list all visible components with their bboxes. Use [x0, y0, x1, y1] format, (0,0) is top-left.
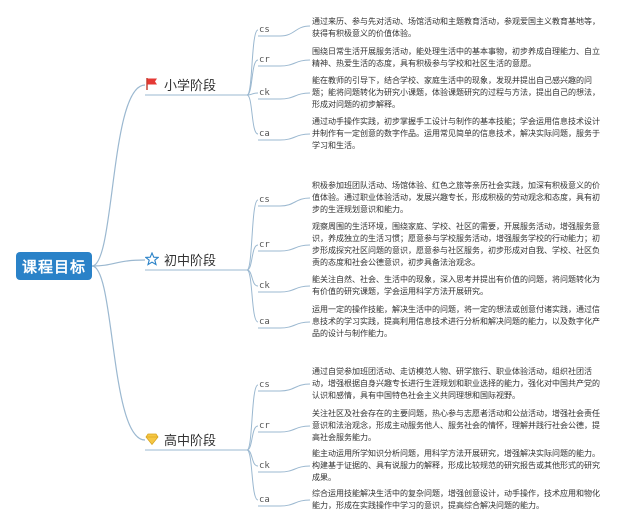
connector-root-senior: [91, 265, 146, 441]
goal-code: ck: [259, 461, 270, 471]
goal-description: 能关注自然、社会、生活中的现象，深入思考并提出有价值的问题，将问题转化为有价值的…: [312, 275, 600, 296]
star-icon: [145, 252, 159, 266]
goal-description: 关注社区及社会存在的主要问题，热心参与志愿者活动和公益活动，增强社会责任意识和法…: [312, 409, 600, 442]
connector-primary-cs: [246, 29, 259, 96]
stage-title: 小学阶段: [164, 78, 217, 94]
connector-primary-ck: [246, 92, 259, 96]
connector-senior-cs: [246, 384, 259, 451]
goal-description: 综合运用技能解决生活中的复杂问题，增强创意设计，动手操作，技术应用和物化能力，形…: [312, 489, 600, 510]
goal-description: 能主动运用所学知识分析问题，用科学方法开展研究，增强解决实际问题的能力。构建基于…: [312, 449, 600, 482]
goal-description: 观察周围的生活环境，围绕家庭、学校、社区的需要，开展服务活动，增强服务意识，养成…: [312, 222, 600, 267]
goal-code: ca: [259, 495, 270, 505]
goal-code: ck: [259, 88, 270, 98]
goal-code: ck: [259, 281, 270, 291]
red-flag-icon: [145, 77, 159, 91]
connector-root-primary: [91, 84, 146, 267]
connector-junior-cs: [246, 199, 259, 271]
goal-code: cs: [259, 195, 270, 205]
connector-root-junior: [91, 259, 146, 267]
goal-code: cr: [259, 55, 270, 65]
connector-junior-cr: [246, 244, 259, 271]
stage-node-primary[interactable]: 小学阶段: [145, 74, 247, 94]
root-node[interactable]: 课程目标: [16, 252, 92, 280]
goal-code: ca: [259, 129, 270, 139]
goal-code: cr: [259, 240, 270, 250]
connector-primary-cr: [246, 59, 259, 96]
connector-senior-ca: [246, 449, 259, 501]
goal-code: cs: [259, 25, 270, 35]
connector-senior-cr: [246, 425, 259, 451]
stage-node-senior[interactable]: 高中阶段: [145, 429, 247, 449]
root-title: 课程目标: [21, 257, 86, 276]
stage-title: 初中阶段: [164, 253, 217, 269]
goal-description: 能在教师的引导下，结合学校、家庭生活中的现象，发现并提出自己感兴趣的问题；能将问…: [312, 76, 600, 109]
diamond-icon: [145, 432, 159, 446]
goal-code: cs: [259, 380, 270, 390]
goal-description: 通过动手操作实践，初步掌握手工设计与制作的基本技能；学会运用信息技术设计并制作有…: [312, 117, 600, 150]
goal-code: ca: [259, 317, 270, 327]
goal-description: 运用一定的操作技能，解决生活中的问题，将一定的想法或创意付诸实践，通过信息技术的…: [312, 305, 600, 338]
stage-node-junior[interactable]: 初中阶段: [145, 249, 247, 269]
goal-code: cr: [259, 421, 270, 431]
goal-description: 积极参加班团队活动、场馆体验、红色之旅等亲历社会实践，加深有积极意义的价值体验。…: [312, 181, 600, 214]
code-connectors: [258, 25, 311, 507]
connector-junior-ca: [246, 269, 259, 323]
goal-description: 通过自觉参加班团活动、走访模范人物、研学旅行、职业体验活动，组织社团活动，增强根…: [312, 367, 600, 400]
goal-description: 围绕日常生活开展服务活动，能处理生活中的基本事物，初步养成自理能力、自立精神、热…: [312, 47, 600, 68]
stage-title: 高中阶段: [164, 433, 217, 449]
goal-description: 通过来历、参与先对活动、场馆活动和主题教育活动，参观爱国主义教育基地等，获得有积…: [312, 17, 600, 38]
connector-primary-ca: [246, 94, 259, 135]
